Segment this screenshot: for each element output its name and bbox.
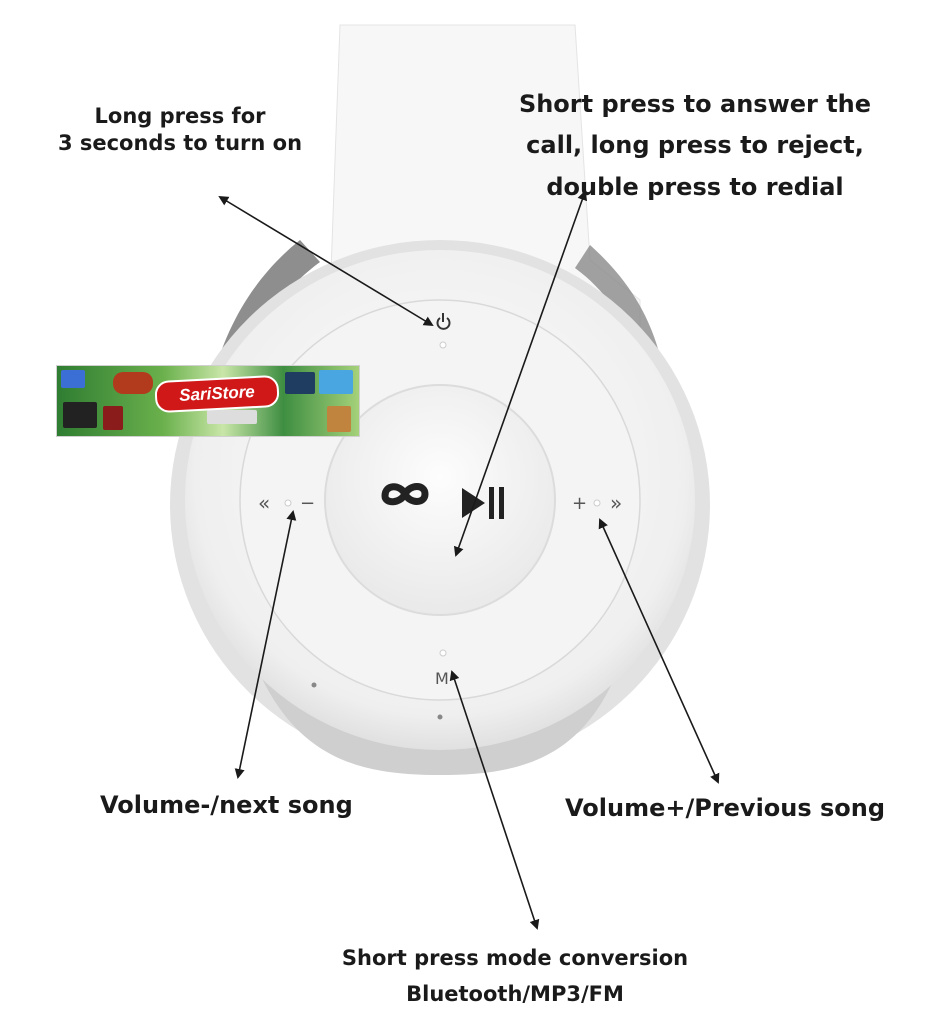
callout-line: Short press to answer the — [518, 90, 872, 118]
callout-mode: Short press mode conversion Bluetooth/MP… — [290, 940, 740, 1012]
volume-down-icon[interactable]: − — [300, 493, 315, 514]
callout-volume-down: Volume-/next song — [100, 790, 400, 821]
next-icon[interactable]: » — [610, 491, 622, 515]
banner-product-tile — [113, 372, 153, 394]
arrow-volume-up — [598, 518, 720, 784]
volume-up-icon[interactable]: + — [572, 493, 587, 514]
banner-store-label: SariStore — [154, 374, 280, 414]
banner-product-tile — [63, 402, 97, 428]
arrow-power — [218, 195, 434, 327]
callout-answer: Short press to answer the call, long pre… — [490, 84, 900, 208]
callout-line: Bluetooth/MP3/FM — [406, 982, 624, 1007]
arrow-mode — [449, 670, 540, 930]
mic-dot-right — [437, 714, 443, 720]
left-led — [284, 499, 292, 507]
banner-product-tile — [319, 370, 353, 394]
prev-icon[interactable]: « — [258, 491, 270, 515]
callout-line: Long press for — [94, 104, 266, 128]
banner-product-tile — [207, 410, 257, 424]
arrow-volume-down — [234, 510, 297, 779]
arrow-answer — [453, 190, 588, 557]
banner-product-tile — [327, 406, 351, 432]
callout-power: Long press for 3 seconds to turn on — [30, 103, 330, 158]
callout-line: Volume-/next song — [100, 791, 353, 819]
power-icon[interactable] — [436, 313, 451, 330]
banner-product-tile — [285, 372, 315, 394]
mode-led — [439, 649, 447, 657]
mic-dot-left — [311, 682, 317, 688]
callout-line: 3 seconds to turn on — [57, 131, 303, 156]
callout-volume-up: Volume+/Previous song — [565, 793, 925, 824]
callout-line: Short press mode conversion — [341, 946, 689, 970]
mode-button-label[interactable]: M — [435, 669, 449, 688]
store-banner: SariStore — [56, 365, 360, 437]
right-led — [593, 499, 601, 507]
banner-product-tile — [103, 406, 123, 430]
callout-line: Volume+/Previous song — [565, 794, 886, 822]
callout-line: double press to redial — [546, 172, 844, 201]
power-led — [439, 341, 447, 349]
callout-line: call, long press to reject, — [526, 131, 864, 160]
banner-product-tile — [61, 370, 85, 388]
